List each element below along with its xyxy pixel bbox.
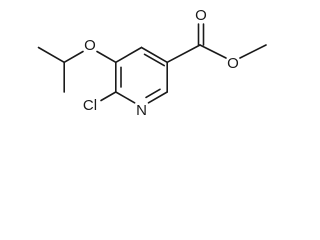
ester-oxygen-label: O	[227, 55, 239, 72]
chemical-structure: O O O N Cl	[37, 7, 267, 119]
ring-nitrogen-label: N	[136, 102, 147, 119]
pyridine-ring	[115, 46, 168, 104]
isopropoxy-group	[37, 46, 117, 93]
chloro-substituent	[100, 91, 117, 102]
carbonyl-oxygen-label: O	[195, 7, 207, 24]
methyl-ester-group	[166, 23, 267, 64]
ether-oxygen-label: O	[84, 37, 96, 54]
chlorine-label: Cl	[83, 97, 97, 114]
